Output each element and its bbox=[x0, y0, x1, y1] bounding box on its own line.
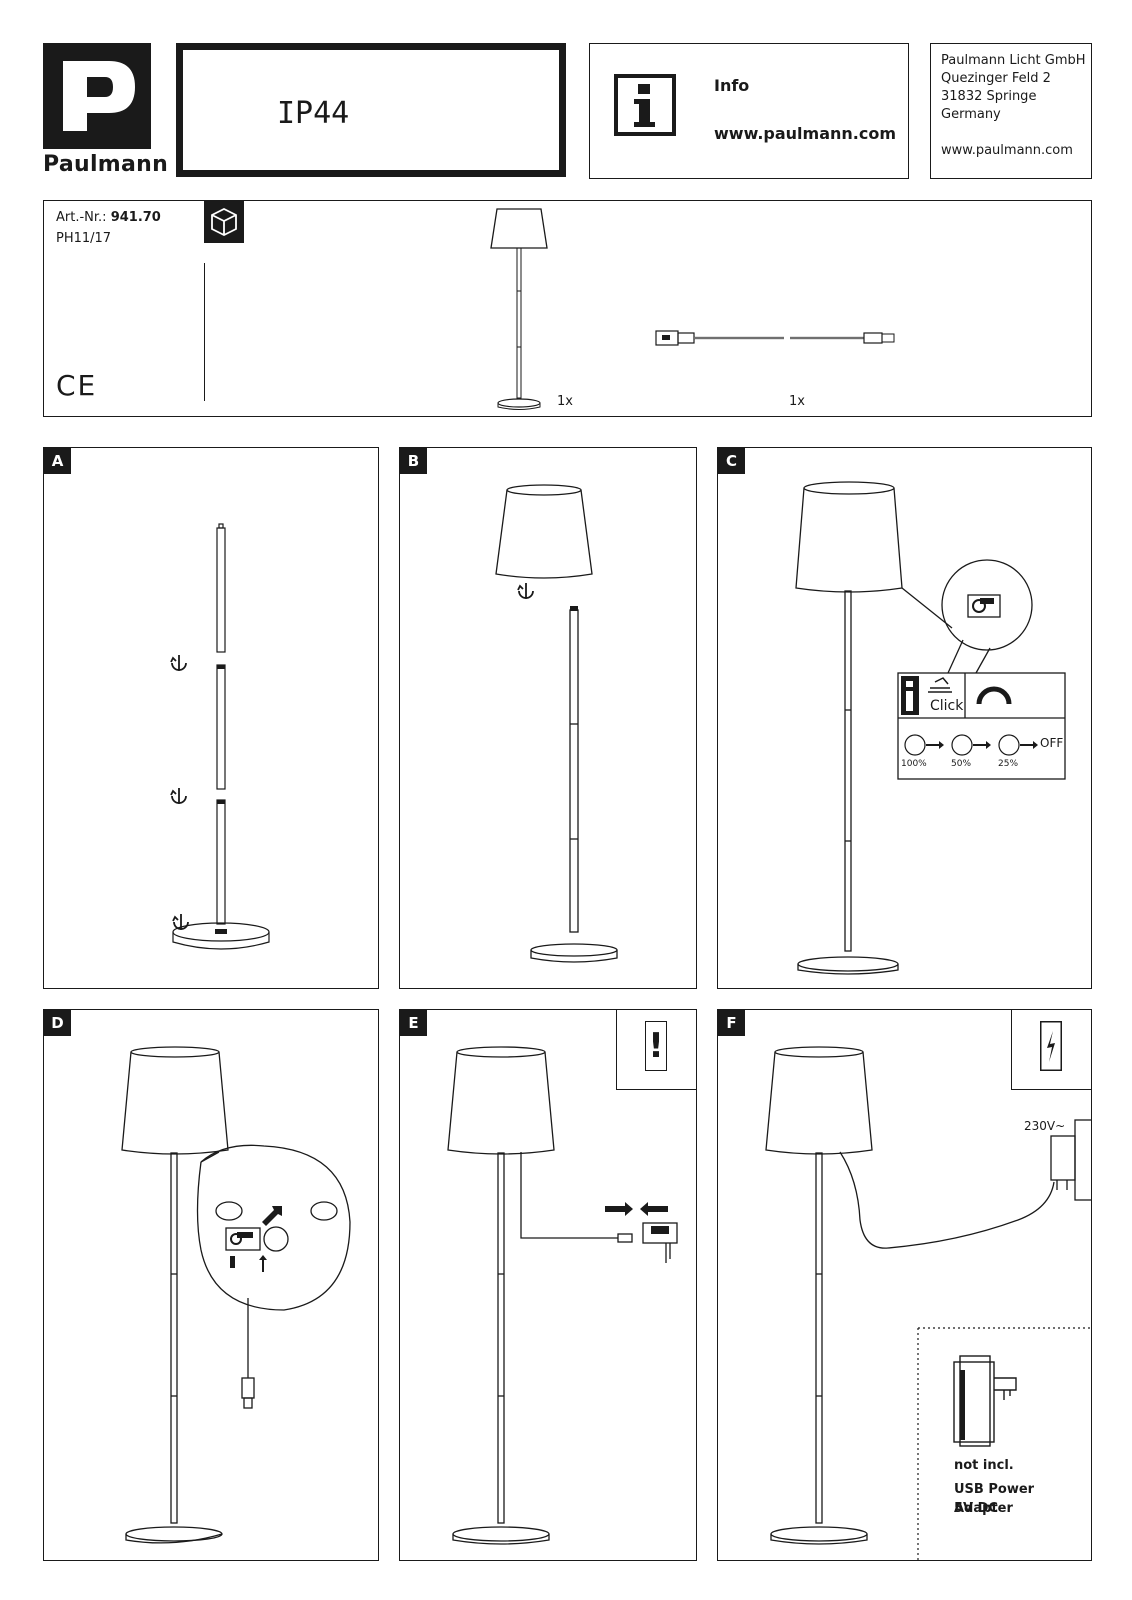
panel-label: E bbox=[400, 1010, 427, 1036]
adapter-spec: 5V DC bbox=[954, 1501, 998, 1516]
not-included-label: not incl. bbox=[954, 1458, 1014, 1473]
arrow-up-icon bbox=[259, 1255, 267, 1272]
city: 31832 Springe bbox=[941, 89, 1037, 104]
arrow-right-icon bbox=[605, 1202, 633, 1216]
dim-level-25: 25% bbox=[998, 759, 1019, 769]
panel-label: D bbox=[44, 1010, 71, 1036]
assembly-pole-diagram bbox=[170, 523, 270, 950]
adapter-name: USB Power Adapter bbox=[954, 1482, 1035, 1516]
arrow-right-icon bbox=[926, 741, 1038, 749]
charging-connect-diagram bbox=[447, 1046, 678, 1545]
charging-diagram bbox=[765, 1046, 1091, 1560]
street: Quezinger Feld 2 bbox=[941, 71, 1051, 86]
panel-label: F bbox=[718, 1010, 745, 1036]
press-icon bbox=[928, 677, 952, 693]
voltage-label: 230V~ bbox=[1024, 1119, 1066, 1133]
panel-label: A bbox=[44, 448, 71, 474]
rotate-arrow-icon bbox=[517, 583, 534, 599]
lamp-quantity: 1x bbox=[557, 394, 573, 409]
shade-attach-diagram bbox=[495, 484, 618, 963]
warning-icon: ! bbox=[645, 1021, 667, 1071]
panel-b: B bbox=[399, 447, 697, 989]
panel-label: C bbox=[718, 448, 745, 474]
divider bbox=[204, 263, 205, 401]
usb-connect-diagram bbox=[121, 1046, 351, 1544]
company-name: Paulmann Licht GmbH bbox=[941, 53, 1086, 68]
ce-mark: CE bbox=[56, 369, 98, 402]
panel-d: D bbox=[43, 1009, 379, 1561]
info-label: Info bbox=[714, 76, 750, 95]
ip-rating-box: IP44 bbox=[176, 43, 566, 177]
brand-name: Paulmann bbox=[43, 152, 169, 177]
switch-operation-diagram bbox=[795, 481, 1066, 975]
country: Germany bbox=[941, 107, 1001, 122]
lightning-icon bbox=[1040, 1021, 1062, 1071]
warning-box: ! bbox=[616, 1010, 696, 1090]
panel-label: B bbox=[400, 448, 427, 474]
paulmann-logo bbox=[43, 43, 151, 149]
dimming-icon bbox=[976, 686, 1012, 705]
info-box: Info www.paulmann.com bbox=[589, 43, 909, 179]
power-box bbox=[1011, 1010, 1091, 1090]
usb-cable-icon bbox=[655, 330, 895, 346]
panel-c: C bbox=[717, 447, 1092, 989]
info-url[interactable]: www.paulmann.com bbox=[714, 124, 896, 143]
address-box: Paulmann Licht GmbH Quezinger Feld 2 318… bbox=[930, 43, 1092, 179]
panel-a: A bbox=[43, 447, 379, 989]
ip-rating: IP44 bbox=[277, 96, 350, 131]
article-number: Art.-Nr.: 941.70 bbox=[56, 210, 161, 225]
panel-e: E ! bbox=[399, 1009, 697, 1561]
package-contents: Art.-Nr.: 941.70 PH11/17 CE 1x 1x bbox=[43, 200, 1092, 417]
rotate-arrow-icon bbox=[170, 655, 189, 930]
dim-level-100: 100% bbox=[901, 759, 927, 769]
dim-level-50: 50% bbox=[951, 759, 972, 769]
logo-p-icon bbox=[63, 61, 135, 131]
off-label: OFF bbox=[1040, 736, 1064, 750]
cable-quantity: 1x bbox=[789, 394, 805, 409]
floor-lamp-icon bbox=[490, 208, 548, 410]
click-label: Click bbox=[930, 698, 964, 714]
info-icon bbox=[614, 74, 676, 136]
arrow-left-icon bbox=[640, 1202, 668, 1216]
box-icon bbox=[204, 201, 244, 243]
web-address[interactable]: www.paulmann.com bbox=[941, 143, 1073, 158]
arrow-icon bbox=[262, 1206, 282, 1226]
batch-code: PH11/17 bbox=[56, 231, 112, 246]
panel-f: F 230V~ not incl. USB Power Ad bbox=[717, 1009, 1092, 1561]
